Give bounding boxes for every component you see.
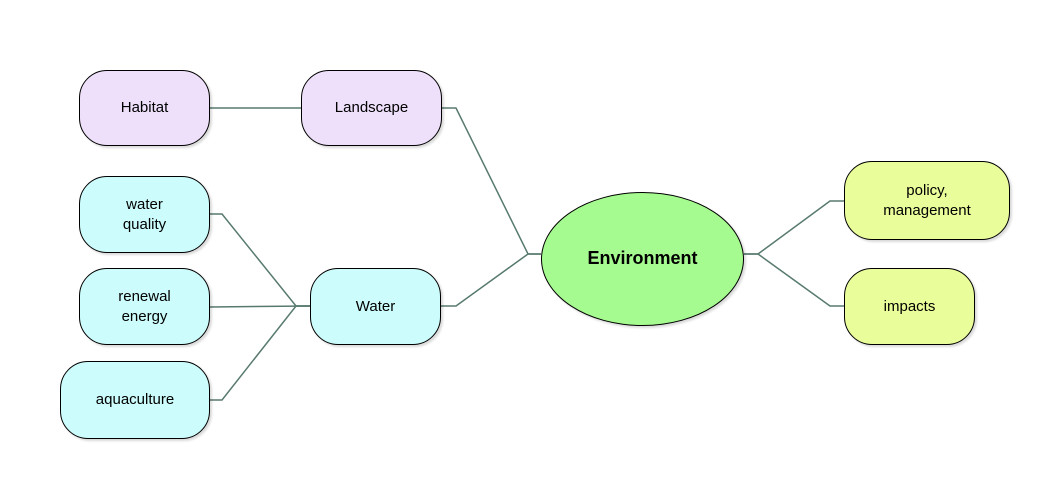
node-habitat-label: Habitat — [120, 99, 169, 117]
connector-water-quality-to-water — [210, 213, 310, 307]
node-impacts-label: impacts — [883, 297, 936, 315]
node-renewal-energy[interactable]: renewal energy — [79, 268, 210, 345]
node-water-label: Water — [355, 297, 396, 315]
node-water-quality-label: water quality — [122, 196, 167, 233]
node-landscape-label: Landscape — [334, 99, 409, 117]
connector-environment-to-policy — [744, 200, 844, 255]
node-environment[interactable]: Environment — [541, 192, 744, 326]
node-aquaculture-label: aquaculture — [95, 391, 175, 409]
connector-renewal-energy-to-water — [209, 305, 311, 308]
node-impacts[interactable]: impacts — [844, 268, 975, 345]
connector-water-to-environment — [441, 253, 541, 307]
node-landscape[interactable]: Landscape — [301, 70, 442, 146]
node-policy-management[interactable]: policy, management — [844, 161, 1010, 240]
node-habitat[interactable]: Habitat — [79, 70, 210, 146]
connector-landscape-to-environment — [442, 107, 541, 255]
node-water[interactable]: Water — [310, 268, 441, 345]
node-environment-label: Environment — [587, 248, 698, 269]
node-policy-management-label: policy, management — [883, 182, 971, 219]
node-aquaculture[interactable]: aquaculture — [60, 361, 210, 439]
node-renewal-energy-label: renewal energy — [118, 288, 171, 325]
node-water-quality[interactable]: water quality — [79, 176, 210, 253]
connector-environment-to-impacts — [744, 253, 844, 307]
connector-aquaculture-to-water — [210, 305, 310, 401]
